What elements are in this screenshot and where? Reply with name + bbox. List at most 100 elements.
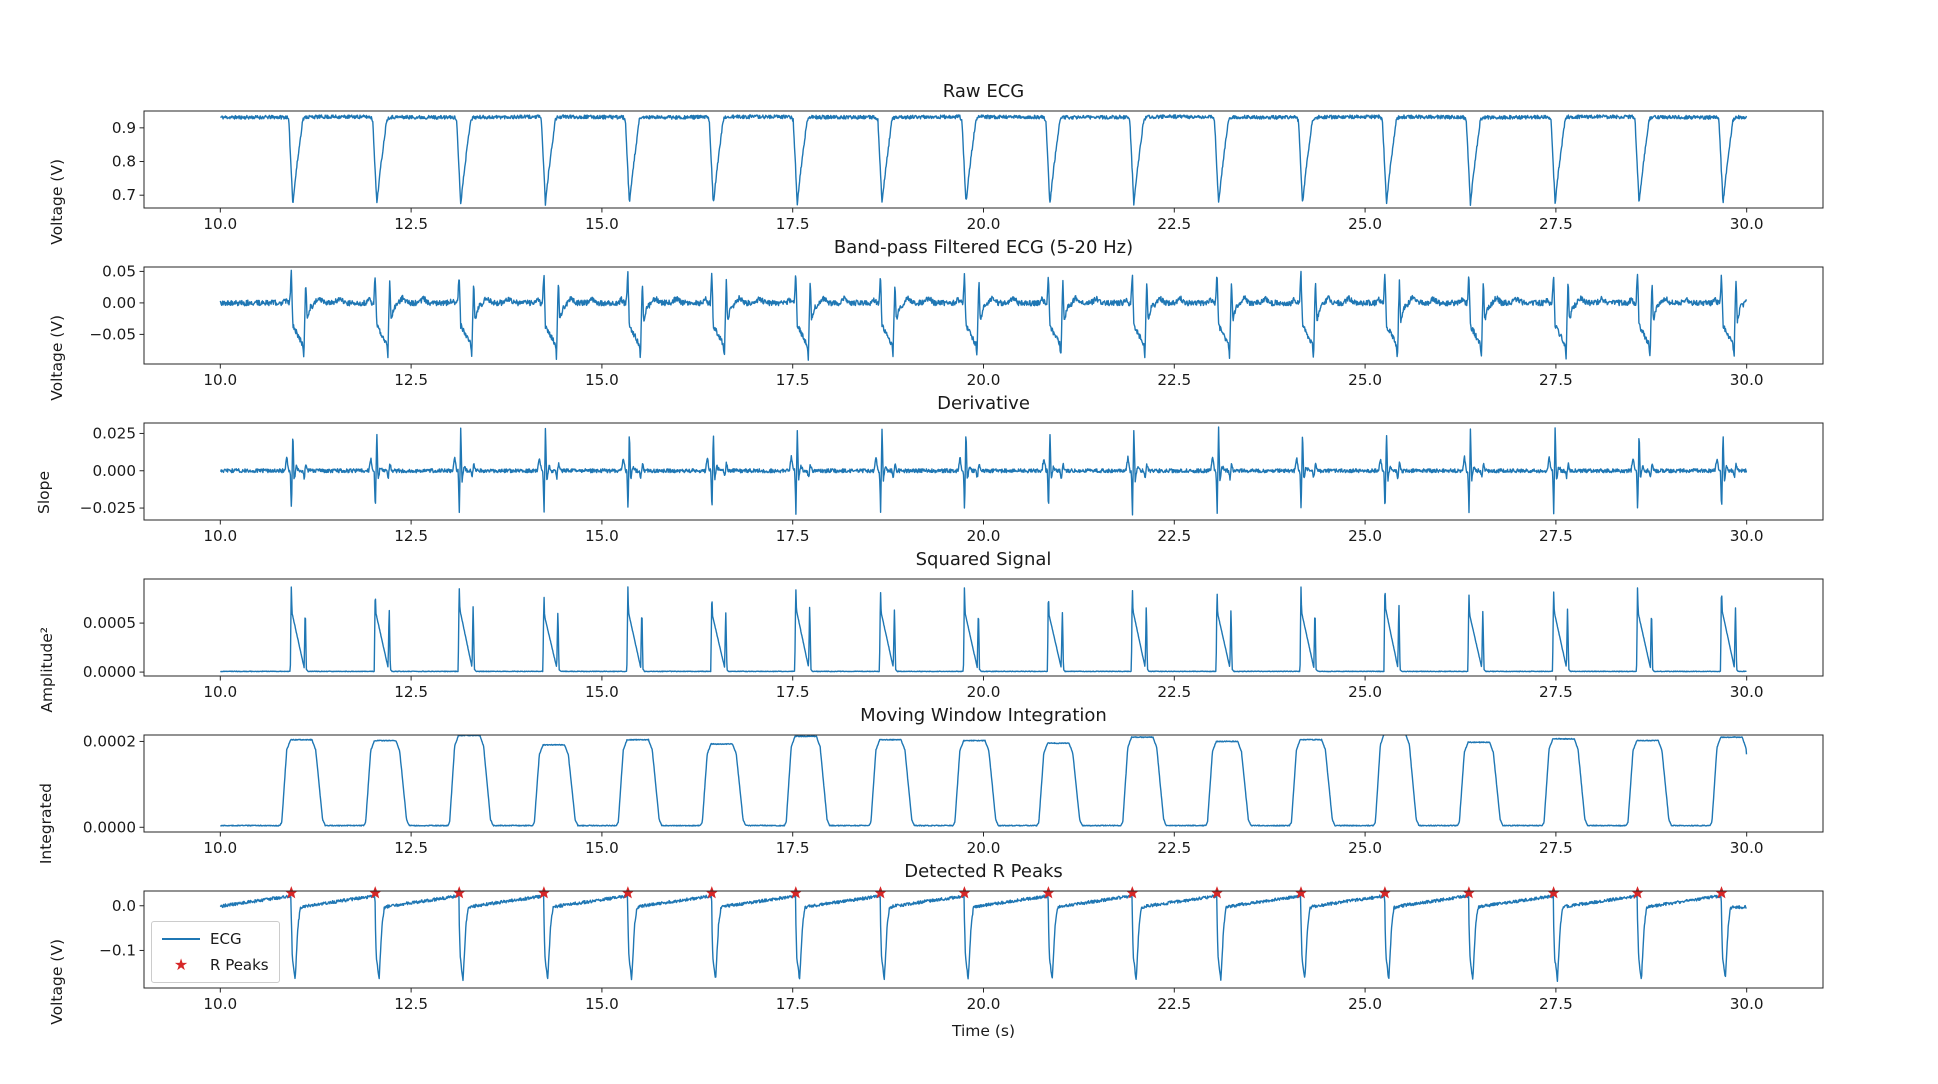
y-ticks-mwi: 0.0000 0.0002: [83, 732, 144, 836]
curve-derivative: [220, 426, 1748, 516]
subplot-title-raw-ecg: Raw ECG: [942, 81, 1025, 102]
legend-line-sample: [162, 938, 200, 940]
y-tick-label: 0.9: [112, 119, 136, 137]
y-ticks-peaks: −0.10.0: [99, 897, 144, 959]
r-peak-star-icon: [705, 886, 719, 899]
x-tick-label: 30.0: [1730, 371, 1764, 389]
r-peak-star-icon: [621, 886, 635, 899]
r-peak-star-icon: [1715, 886, 1728, 899]
x-tick-label: 30.0: [1730, 527, 1764, 545]
x-tick-label: 25.0: [1348, 683, 1382, 701]
x-tick-label: 22.5: [1157, 683, 1191, 701]
curve-bandpass: [219, 269, 1748, 361]
r-peak-star-icon: [874, 886, 887, 899]
legend-ecg-label: ECG: [210, 930, 242, 948]
x-tick-label: 17.5: [776, 839, 810, 857]
x-tick-label: 25.0: [1348, 371, 1382, 389]
y-tick-label: 0.7: [112, 186, 136, 204]
x-tick-label: 12.5: [394, 527, 428, 545]
subplot-title-bandpass: Band-pass Filtered ECG (5-20 Hz): [833, 237, 1134, 258]
x-tick-label: 10.0: [203, 215, 237, 233]
legend-rpeaks-label: R Peaks: [210, 956, 269, 974]
x-tick-label: 25.0: [1348, 995, 1382, 1013]
x-tick-label: 27.5: [1539, 527, 1573, 545]
x-tick-label: 25.0: [1348, 527, 1382, 545]
y-tick-label: 0.0000: [83, 818, 136, 836]
x-tick-label: 22.5: [1157, 527, 1191, 545]
y-tick-label: −0.05: [89, 325, 136, 343]
x-tick-label: 12.5: [394, 683, 428, 701]
x-tick-label: 27.5: [1539, 839, 1573, 857]
x-tick-label: 22.5: [1157, 215, 1191, 233]
x-tick-label: 20.0: [967, 839, 1001, 857]
legend-star-icon: ★: [173, 955, 189, 974]
x-tick-label: 17.5: [776, 527, 810, 545]
x-tick-label: 15.0: [585, 371, 619, 389]
r-peak-star-icon: [958, 886, 971, 899]
x-tick-label: 10.0: [203, 995, 237, 1013]
subplot-title-detected-r-peaks: Detected R Peaks: [904, 861, 1063, 882]
x-tick-label: 22.5: [1157, 371, 1191, 389]
x-tick-label: 17.5: [776, 371, 810, 389]
x-tick-label: 10.0: [203, 683, 237, 701]
y-tick-label: 0.000: [93, 462, 136, 480]
r-peak-star-icon: [284, 886, 298, 899]
y-tick-label: 0.0005: [83, 614, 136, 632]
x-tick-label: 30.0: [1730, 683, 1764, 701]
subplot-title-derivative: Derivative: [937, 393, 1030, 414]
x-tick-label: 25.0: [1348, 839, 1382, 857]
y-tick-label: 0.00: [102, 294, 136, 312]
axes-frame-raw: [143, 110, 1824, 209]
r-peak-star-icon: [1294, 886, 1308, 899]
x-tick-label: 15.0: [585, 995, 619, 1013]
curve-mwi: [220, 735, 1748, 827]
x-tick-label: 27.5: [1539, 371, 1573, 389]
x-tick-label: 30.0: [1730, 995, 1764, 1013]
r-peak-star-icon: [1125, 886, 1139, 899]
curve-peaks: [219, 893, 1747, 982]
x-tick-label: 15.0: [585, 215, 619, 233]
x-ticks-derivative: 10.0 12.5 15.0 17.5 20.0 22.5 25.0 27.5 30.0: [203, 520, 1764, 545]
x-tick-label: 25.0: [1348, 215, 1382, 233]
curve-raw: [220, 114, 1748, 207]
x-tick-label: 20.0: [967, 995, 1001, 1013]
x-tick-label: 20.0: [967, 215, 1001, 233]
x-tick-label: 15.0: [585, 527, 619, 545]
x-tick-label: 20.0: [967, 527, 1001, 545]
r-peak-star-icon: [1547, 886, 1561, 899]
r-peak-star-icon: [537, 886, 551, 899]
x-tick-label: 10.0: [203, 527, 237, 545]
x-tick-label: 12.5: [394, 995, 428, 1013]
y-tick-label: 0.8: [112, 153, 136, 171]
axes-frame-squared: [143, 578, 1824, 677]
y-tick-label: −0.1: [99, 941, 136, 959]
legend-entry-ecg: ECG: [162, 926, 269, 952]
x-tick-label: 15.0: [585, 839, 619, 857]
r-peak-star-icon: [1210, 886, 1224, 899]
x-tick-label: 27.5: [1539, 995, 1573, 1013]
x-tick-label: 17.5: [776, 995, 810, 1013]
r-peak-star-icon: [789, 886, 803, 899]
r-peak-star-icon: [1378, 886, 1392, 899]
r-peak-star-icon: [452, 886, 466, 899]
y-tick-label: 0.0002: [83, 732, 136, 750]
x-tick-label: 20.0: [967, 371, 1001, 389]
x-tick-label: 27.5: [1539, 683, 1573, 701]
x-axis-label: Time (s): [951, 1022, 1016, 1040]
y-ticks-bandpass: −0.050.000.05: [89, 262, 144, 343]
axes-frame-mwi: [143, 734, 1824, 833]
x-tick-label: 30.0: [1730, 215, 1764, 233]
x-tick-label: 10.0: [203, 839, 237, 857]
x-tick-label: 17.5: [776, 215, 810, 233]
y-ticks-raw: 0.7 0.8 0.9: [112, 119, 144, 204]
r-peak-star-icon: [1462, 886, 1476, 899]
x-tick-label: 30.0: [1730, 839, 1764, 857]
